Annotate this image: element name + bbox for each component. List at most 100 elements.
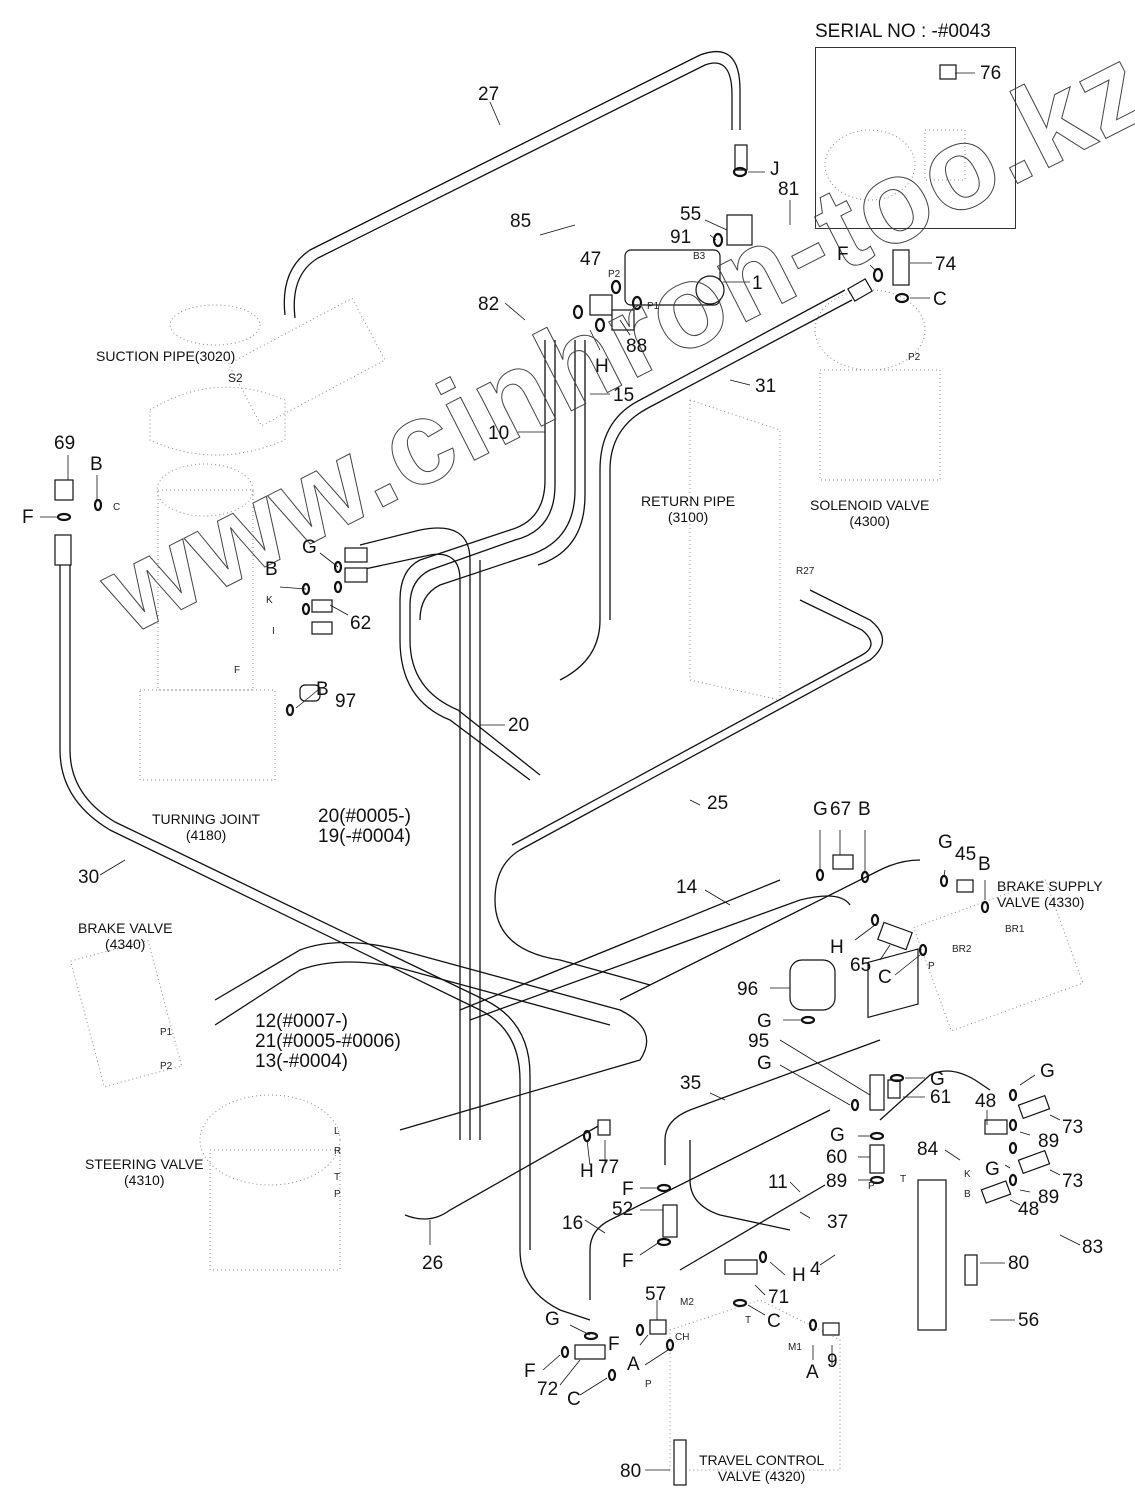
callout-11: 11: [768, 1172, 788, 1193]
variant-label-12: 12(#0007-): [255, 1011, 348, 1032]
callout-c-71: C: [767, 1311, 781, 1332]
tee-72: [574, 1344, 606, 1360]
port-label-p-block: P: [868, 1181, 875, 1192]
callout-45: 45: [955, 844, 977, 865]
callout-f-72: F: [524, 1361, 536, 1382]
callout-85: 85: [510, 211, 532, 232]
callout-a-9: A: [806, 1362, 819, 1383]
port-label-c-joint: C: [113, 502, 121, 513]
callout-89c: 89: [1038, 1187, 1060, 1208]
port-label-p2-brake: P2: [160, 1061, 173, 1072]
hose-37: [679, 1184, 826, 1271]
adapter-45: [956, 879, 974, 893]
caption-travel-control-valve: TRAVEL CONTROL VALVE (4320): [699, 1452, 824, 1484]
tee-95: [869, 1074, 885, 1111]
callout-g-95: G: [757, 1053, 772, 1074]
hoses: [59, 50, 991, 1321]
caption-solenoid-valve: SOLENOID VALVE (4300): [810, 497, 929, 529]
hose-14: [459, 879, 781, 1011]
callout-25: 25: [707, 793, 729, 814]
valve-block-4: [867, 948, 919, 1019]
callout-f-52a: F: [622, 1179, 634, 1200]
callout-27: 27: [478, 84, 500, 105]
caption-turning-joint-line2: (4180): [185, 827, 227, 843]
callout-88: 88: [626, 336, 648, 357]
callout-81: 81: [778, 179, 800, 200]
hose-15: [419, 340, 576, 621]
callout-b-97: B: [316, 679, 329, 700]
tee-73b: [1017, 1149, 1051, 1175]
caption-solenoid-valve-line2: (4300): [849, 513, 890, 529]
hose-16: [589, 1109, 831, 1300]
callout-g-60: G: [830, 1125, 845, 1146]
hose-35: [664, 1039, 881, 1165]
callout-48b: 48: [1018, 1199, 1040, 1220]
port-label-b-bracket: B: [964, 1189, 971, 1200]
callout-60: 60: [826, 1147, 848, 1168]
caption-steering-valve: STEERING VALVE (4310): [85, 1156, 204, 1188]
callout-10: 10: [488, 423, 510, 444]
port-label-p2-pump: P2: [608, 269, 621, 280]
elbow-69: [54, 479, 74, 501]
callout-55: 55: [680, 204, 702, 225]
port-label-t-block: T: [900, 1174, 907, 1185]
callout-30: 30: [78, 867, 100, 888]
caption-return-pipe-line1: RETURN PIPE: [641, 493, 736, 509]
port-label-p-steer: P: [334, 1189, 341, 1200]
variant-label-21: 21(#0005-#0006): [255, 1031, 401, 1052]
caption-turning-joint-line1: TURNING JOINT: [152, 811, 261, 827]
caption-brake-supply-valve: BRAKE SUPPLY VALVE (4330): [997, 878, 1103, 910]
tee-73a: [1017, 1094, 1051, 1120]
callout-26: 26: [422, 1253, 444, 1274]
callout-1: 1: [752, 273, 763, 294]
port-label-p1-brake: P1: [160, 1027, 173, 1038]
adapter-57: [649, 1319, 667, 1335]
port-label-br1: BR1: [1005, 924, 1025, 935]
tee-52: [662, 1204, 678, 1238]
callout-g-73b: G: [985, 1159, 1000, 1180]
port-label-t-steer: T: [334, 1172, 341, 1183]
bolt-80b: [673, 1439, 687, 1486]
callout-f-69: F: [22, 507, 34, 528]
callout-f-74: F: [837, 244, 849, 265]
hose-27: [283, 50, 741, 316]
callout-84: 84: [917, 1139, 939, 1160]
port-label-p-travel: P: [645, 1379, 652, 1390]
caption-solenoid-valve-line1: SOLENOID VALVE: [810, 497, 930, 513]
variant-label-20: 20(#0005-): [318, 806, 411, 827]
callout-52: 52: [612, 1199, 634, 1220]
callout-c-72: C: [567, 1389, 581, 1410]
caption-turning-joint: TURNING JOINT (4180): [152, 811, 260, 843]
callout-89b: 89: [826, 1171, 848, 1192]
callout-h-77: H: [580, 1161, 594, 1182]
callout-c-65: C: [878, 967, 892, 988]
callout-4: 4: [810, 1259, 821, 1280]
callout-g-45: G: [938, 832, 953, 853]
bolt-80a: [964, 1254, 978, 1286]
callout-f-52b: F: [622, 1251, 634, 1272]
check-valve-65: [877, 921, 913, 951]
callout-h-65: H: [830, 937, 844, 958]
hose-20: [359, 527, 471, 1140]
connector-48b: [980, 1180, 1012, 1204]
variant-label-19: 19(-#0004): [318, 826, 411, 847]
caption-return-pipe: RETURN PIPE (3100): [641, 493, 735, 525]
hose-25: [494, 589, 884, 986]
caption-return-pipe-line2: (3100): [667, 509, 709, 525]
port-label-p1-pump: P1: [647, 301, 660, 312]
hose-10: [399, 340, 546, 781]
callout-20: 20: [508, 715, 530, 736]
tee-74: [892, 249, 910, 286]
callout-j: J: [770, 159, 780, 180]
caption-brake-valve: BRAKE VALVE (4340): [78, 920, 172, 952]
callout-95: 95: [748, 1031, 770, 1052]
port-label-t-travel: T: [745, 1315, 752, 1326]
serial-number-title: SERIAL NO : -#0043: [815, 21, 991, 42]
callout-g-67: G: [813, 799, 828, 820]
port-label-k-joint: K: [266, 595, 273, 606]
part-9: [822, 1322, 840, 1336]
callout-48a: 48: [975, 1091, 997, 1112]
port-label-br2: BR2: [952, 944, 972, 955]
callout-f-57: F: [608, 1334, 620, 1355]
